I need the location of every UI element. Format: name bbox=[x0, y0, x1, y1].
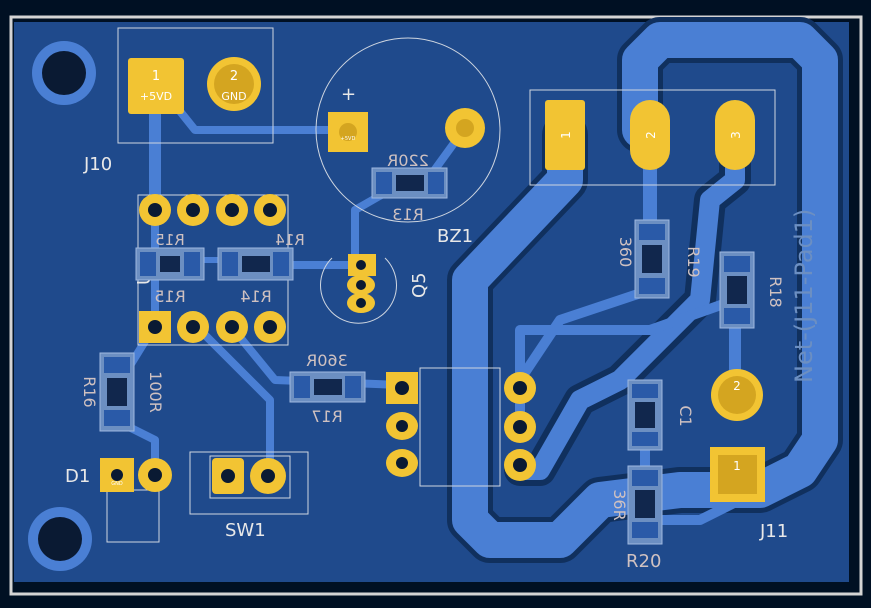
r13-reference: R13 bbox=[392, 205, 423, 224]
r15-reference-top: R15 bbox=[155, 231, 185, 249]
j10-pad-1-net: +5VD bbox=[140, 90, 172, 103]
resistor-r18[interactable]: R18 bbox=[719, 251, 785, 329]
j10-courtyard bbox=[117, 27, 274, 144]
r16-value: 100R bbox=[146, 371, 165, 413]
r17-value: 360R bbox=[306, 351, 348, 370]
r14-reference: R14 bbox=[240, 287, 271, 306]
net-label-j11-pad1: Net-(J11-Pad1) bbox=[790, 209, 818, 383]
bz1-outline bbox=[315, 37, 501, 223]
j11-big-pad-1-number: 1 bbox=[733, 459, 741, 473]
j11-reference: J11 bbox=[759, 521, 788, 542]
r16-reference: R16 bbox=[80, 376, 99, 407]
j11-pad-2[interactable]: 2 bbox=[630, 100, 670, 170]
switch-sw1[interactable] bbox=[189, 451, 309, 515]
j10-pad-1[interactable]: 1 +5VD bbox=[128, 58, 184, 114]
j11-pad-3[interactable]: 3 bbox=[715, 100, 755, 170]
c1-reference: C1 bbox=[676, 405, 695, 426]
bz1-pad-1-net: +5VD bbox=[341, 136, 356, 142]
j10-pad-2-number: 2 bbox=[230, 69, 238, 84]
component-outline-center bbox=[419, 367, 501, 487]
sw1-reference: SW1 bbox=[225, 520, 266, 541]
j11-pad-3-number: 3 bbox=[729, 131, 743, 139]
diode-d1[interactable]: GND bbox=[100, 458, 172, 543]
r19-reference: R19 bbox=[684, 246, 703, 277]
r18-reference: R18 bbox=[766, 276, 785, 307]
j11-big-pad-1[interactable]: 1 bbox=[710, 447, 765, 502]
r13-value: 220R bbox=[387, 151, 429, 170]
d1-reference: D1 bbox=[65, 466, 90, 487]
r20-value: 36R bbox=[610, 489, 629, 520]
u5-pins-bottom[interactable] bbox=[139, 311, 286, 343]
q5-reference: Q5 bbox=[409, 272, 430, 298]
transistor-q5[interactable] bbox=[320, 254, 397, 324]
u5-pins-top[interactable] bbox=[139, 194, 286, 226]
j10-pad-2-net: GND bbox=[221, 90, 246, 103]
r20-reference: R20 bbox=[626, 551, 661, 572]
capacitor-c1[interactable]: C1 bbox=[627, 379, 695, 451]
resistor-r17[interactable]: 360R R17 bbox=[289, 351, 366, 426]
mounting-hole-bottom-left bbox=[28, 507, 92, 571]
r14-reference-top: R14 bbox=[275, 231, 305, 249]
j10-reference: J10 bbox=[83, 154, 112, 175]
resistor-r13[interactable]: 220R R13 bbox=[371, 151, 448, 224]
resistor-r19[interactable]: 360 R19 bbox=[616, 219, 703, 299]
resistor-r20[interactable]: 36R bbox=[610, 465, 663, 545]
resistor-r15[interactable]: R15 R15 bbox=[135, 231, 205, 306]
r17-reference: R17 bbox=[311, 407, 342, 426]
j11-pad-1-number: 1 bbox=[559, 131, 573, 139]
r15-reference: R15 bbox=[154, 287, 185, 306]
j10-pad-1-number: 1 bbox=[152, 69, 160, 84]
mounting-hole-top-left bbox=[32, 41, 96, 105]
resistor-r14[interactable]: R14 R14 bbox=[217, 231, 305, 306]
board-outline bbox=[9, 15, 863, 596]
d1-pad-net: GND bbox=[111, 481, 123, 487]
j11-pad-2-number: 2 bbox=[644, 131, 658, 139]
j11-pad-1[interactable]: 1 bbox=[545, 100, 585, 170]
j10-pad-2[interactable]: 2 GND bbox=[207, 57, 261, 111]
j11-big-pad-2-number: 2 bbox=[733, 379, 741, 393]
bz1-plus-mark: + bbox=[341, 84, 356, 105]
j11-big-pad-2[interactable]: 2 bbox=[711, 369, 763, 421]
j11-courtyard bbox=[529, 89, 776, 186]
resistor-r16[interactable]: R16 100R bbox=[80, 352, 165, 432]
bz1-pad-1[interactable]: +5VD bbox=[328, 112, 368, 152]
bz1-pad-2[interactable] bbox=[445, 108, 485, 148]
r19-value: 360 bbox=[616, 237, 635, 268]
bz1-reference: BZ1 bbox=[437, 226, 473, 247]
center-component-pads[interactable] bbox=[386, 372, 536, 481]
